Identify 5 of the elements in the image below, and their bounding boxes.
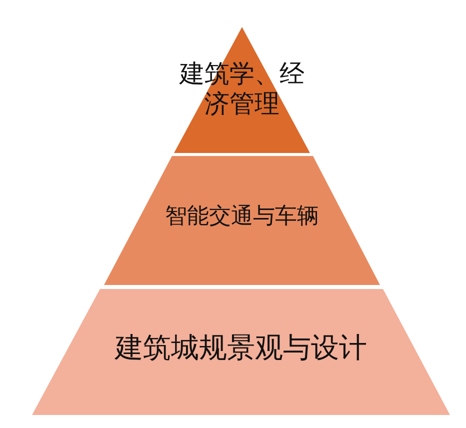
pyramid-tier: [104, 156, 380, 285]
pyramid-tier: [32, 289, 450, 415]
pyramid-tier: [174, 27, 310, 153]
tier-label: 建筑城规景观与设计: [114, 331, 368, 365]
tier-label: 智能交通与车辆: [164, 204, 320, 230]
